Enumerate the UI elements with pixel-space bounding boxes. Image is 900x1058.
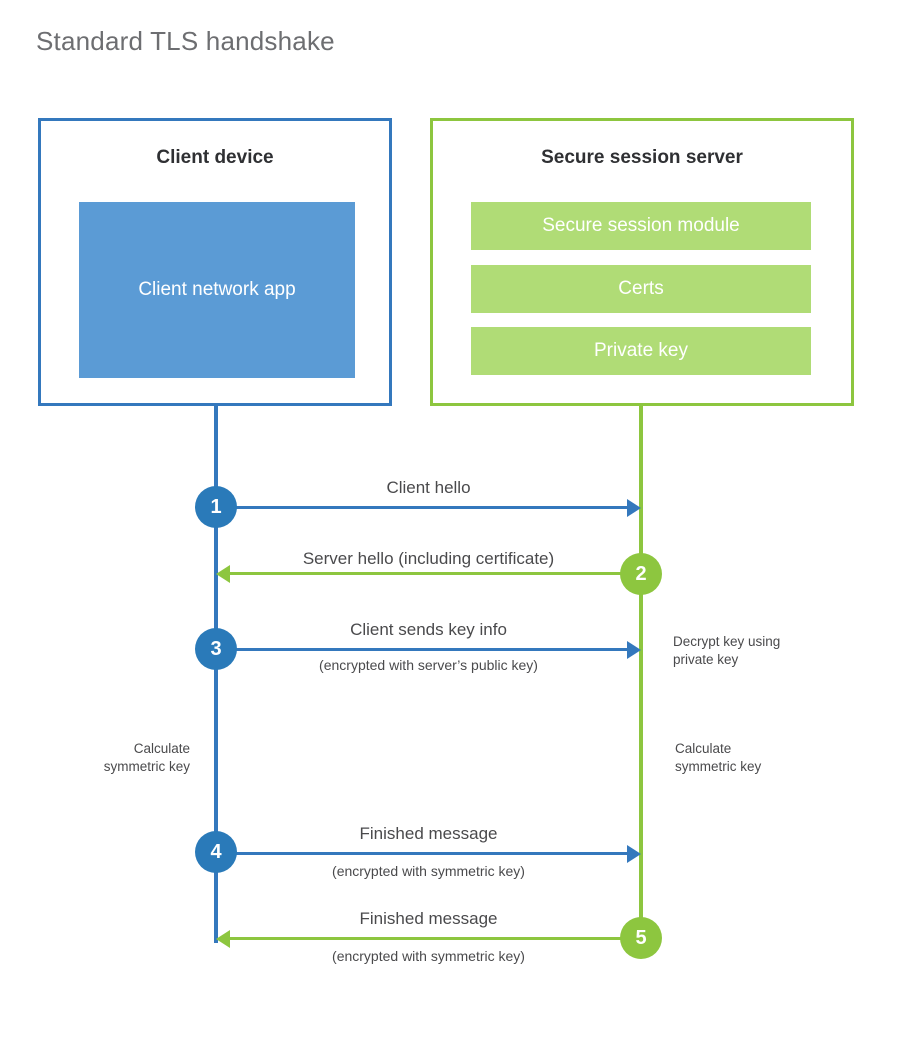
step-5-label: Finished message (359, 909, 498, 928)
step-1-arrow-line (216, 506, 627, 509)
note-calc-server-line2: symmetric key (675, 758, 762, 774)
step-5-arrow-line (230, 937, 641, 940)
step-1-arrow-head (627, 498, 641, 517)
step-3-marker: 3 (195, 628, 237, 670)
step-4-marker: 4 (195, 831, 237, 873)
step-4-arrow-head (627, 844, 641, 863)
client-network-app-block: Client network app (79, 202, 355, 378)
server-component-private-key: Private key (471, 327, 811, 375)
server-component-secure-session-module: Secure session module (471, 202, 811, 250)
server-component-certs: Certs (471, 265, 811, 313)
secure-session-server-title: Secure session server (541, 147, 743, 168)
client-lifeline (214, 406, 218, 943)
step-4-sublabel: (encrypted with symmetric key) (332, 863, 525, 879)
secure-session-server-box: Secure session server Secure session mod… (430, 118, 854, 406)
note-decrypt-key-line2: private key (673, 651, 739, 667)
note-calculate-symmetric-key-server: Calculate symmetric key (675, 740, 855, 776)
step-5-arrow-head (216, 929, 230, 948)
server-lifeline (639, 406, 643, 941)
step-4-arrow-line (216, 852, 627, 855)
step-1-marker: 1 (195, 486, 237, 528)
step-3-sublabel: (encrypted with server’s public key) (319, 657, 538, 673)
client-device-title: Client device (156, 147, 274, 168)
step-2-marker: 2 (620, 553, 662, 595)
step-3-arrow-head (627, 640, 641, 659)
step-2-arrow-line (230, 572, 641, 575)
client-device-box: Client device Client network app (38, 118, 392, 406)
note-calculate-symmetric-key-client: Calculate symmetric key (30, 740, 190, 776)
step-3-label: Client sends key info (350, 620, 507, 639)
step-2-label: Server hello (including certificate) (302, 549, 555, 568)
note-calc-server-line1: Calculate (675, 741, 732, 756)
step-1-label: Client hello (386, 478, 471, 497)
page-title: Standard TLS handshake (36, 26, 335, 56)
note-calc-client-line2: symmetric key (103, 758, 190, 774)
note-decrypt-key: Decrypt key using private key (673, 633, 853, 669)
step-3-arrow-line (216, 648, 627, 651)
step-5-sublabel: (encrypted with symmetric key) (332, 948, 525, 964)
step-2-arrow-head (216, 564, 230, 583)
note-calc-client-line1: Calculate (133, 741, 190, 756)
note-decrypt-key-line1: Decrypt key using (673, 634, 781, 649)
step-5-marker: 5 (620, 917, 662, 959)
step-4-label: Finished message (359, 824, 498, 843)
